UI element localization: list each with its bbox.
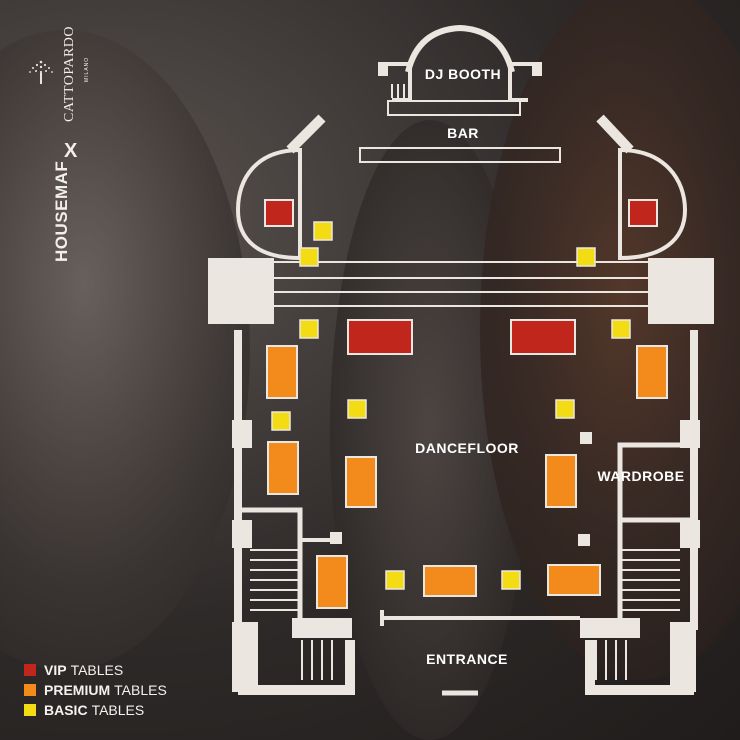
- label-entrance: ENTRANCE: [426, 651, 508, 667]
- legend-item-vip: VIP TABLES: [24, 662, 123, 678]
- label-dancefloor: DANCEFLOOR: [415, 440, 519, 456]
- legend-swatch-premium: [24, 684, 36, 696]
- vip-table: [628, 199, 658, 227]
- brand-separator: X: [64, 140, 78, 162]
- legend-rest-vip: TABLES: [70, 662, 124, 678]
- vip-table: [347, 319, 413, 355]
- basic-table: [271, 411, 291, 431]
- floor-plan-pillars: [208, 62, 714, 692]
- floor-plan-walls: [234, 24, 698, 696]
- premium-table: [547, 564, 601, 596]
- basic-table: [313, 221, 333, 241]
- basic-table: [555, 399, 575, 419]
- premium-table: [545, 454, 577, 508]
- premium-table: [636, 345, 668, 399]
- floor-markers: [330, 432, 592, 546]
- basic-table: [576, 247, 596, 267]
- premium-table: [345, 456, 377, 508]
- legend-strong-basic: BASIC: [44, 702, 88, 718]
- premium-table: [267, 441, 299, 495]
- basic-table: [501, 570, 521, 590]
- basic-table: [299, 319, 319, 339]
- legend-strong-vip: VIP: [44, 662, 67, 678]
- basic-table: [385, 570, 405, 590]
- label-dj-booth: DJ BOOTH: [425, 66, 501, 82]
- label-bar: BAR: [447, 125, 479, 141]
- legend-rest-basic: TABLES: [91, 702, 145, 718]
- basic-table: [611, 319, 631, 339]
- vip-table: [264, 199, 294, 227]
- cattopardo-mark-icon: [29, 60, 53, 84]
- legend-rest-premium: TABLES: [114, 682, 167, 698]
- basic-table: [347, 399, 367, 419]
- legend-item-basic: BASIC TABLES: [24, 702, 144, 718]
- vip-table: [510, 319, 576, 355]
- legend-item-premium: PREMIUM TABLES: [24, 682, 167, 698]
- legend-swatch-vip: [24, 664, 36, 676]
- premium-table: [266, 345, 298, 399]
- premium-table: [316, 555, 348, 609]
- legend-swatch-basic: [24, 704, 36, 716]
- legend-strong-premium: PREMIUM: [44, 682, 111, 698]
- stairs: [250, 84, 680, 680]
- basic-table: [299, 247, 319, 267]
- label-wardrobe: WARDROBE: [597, 468, 684, 484]
- premium-table: [423, 565, 477, 597]
